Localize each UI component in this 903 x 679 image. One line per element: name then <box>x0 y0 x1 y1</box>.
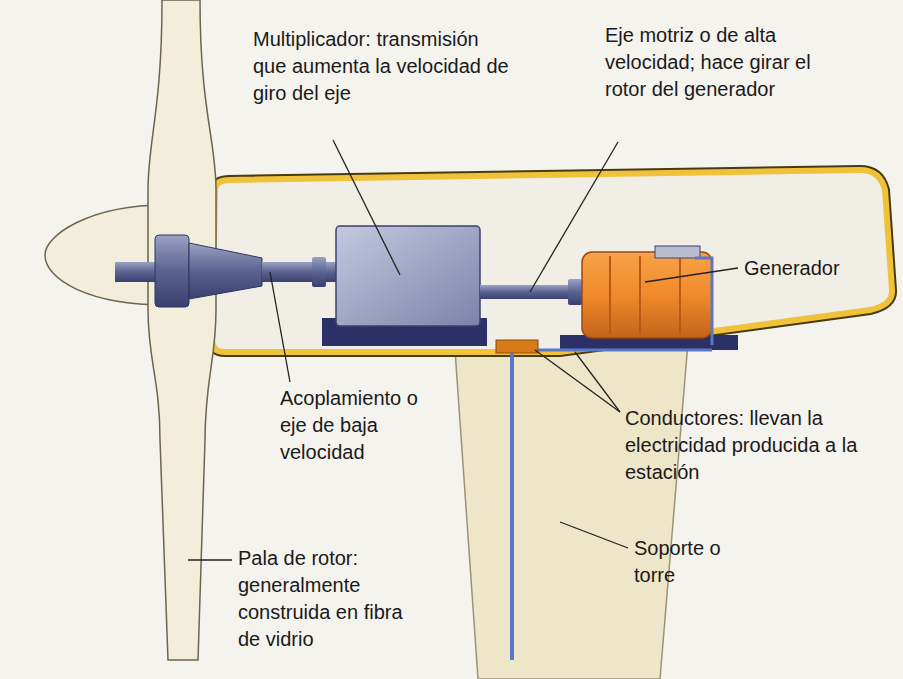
hub-flange <box>155 235 189 307</box>
hub-cone <box>189 243 262 299</box>
label-soporte: Soporte o torre <box>634 535 764 589</box>
label-pala: Pala de rotor: generalmente construida e… <box>238 545 408 653</box>
terminal-box <box>655 246 700 258</box>
generator <box>582 252 712 338</box>
conductor <box>695 258 712 345</box>
conductor <box>520 349 712 352</box>
label-generador: Generador <box>744 255 894 282</box>
label-acoplamiento: Acoplamiento o eje de baja velocidad <box>280 385 445 466</box>
coupling <box>312 257 326 287</box>
junction-box <box>496 340 538 353</box>
label-multiplicador: Multiplicador: transmisión que aumenta l… <box>253 26 515 107</box>
gearbox <box>336 226 480 326</box>
tower <box>455 318 690 679</box>
rotor-blade <box>148 0 216 660</box>
low-speed-shaft <box>262 262 312 282</box>
coupling <box>568 279 582 305</box>
conductor <box>510 353 514 660</box>
nose-cone <box>45 205 165 305</box>
label-eje-motriz: Eje motriz o de alta velocidad; hace gir… <box>605 22 855 103</box>
label-conductores: Conductores: llevan la electricidad prod… <box>625 405 890 486</box>
